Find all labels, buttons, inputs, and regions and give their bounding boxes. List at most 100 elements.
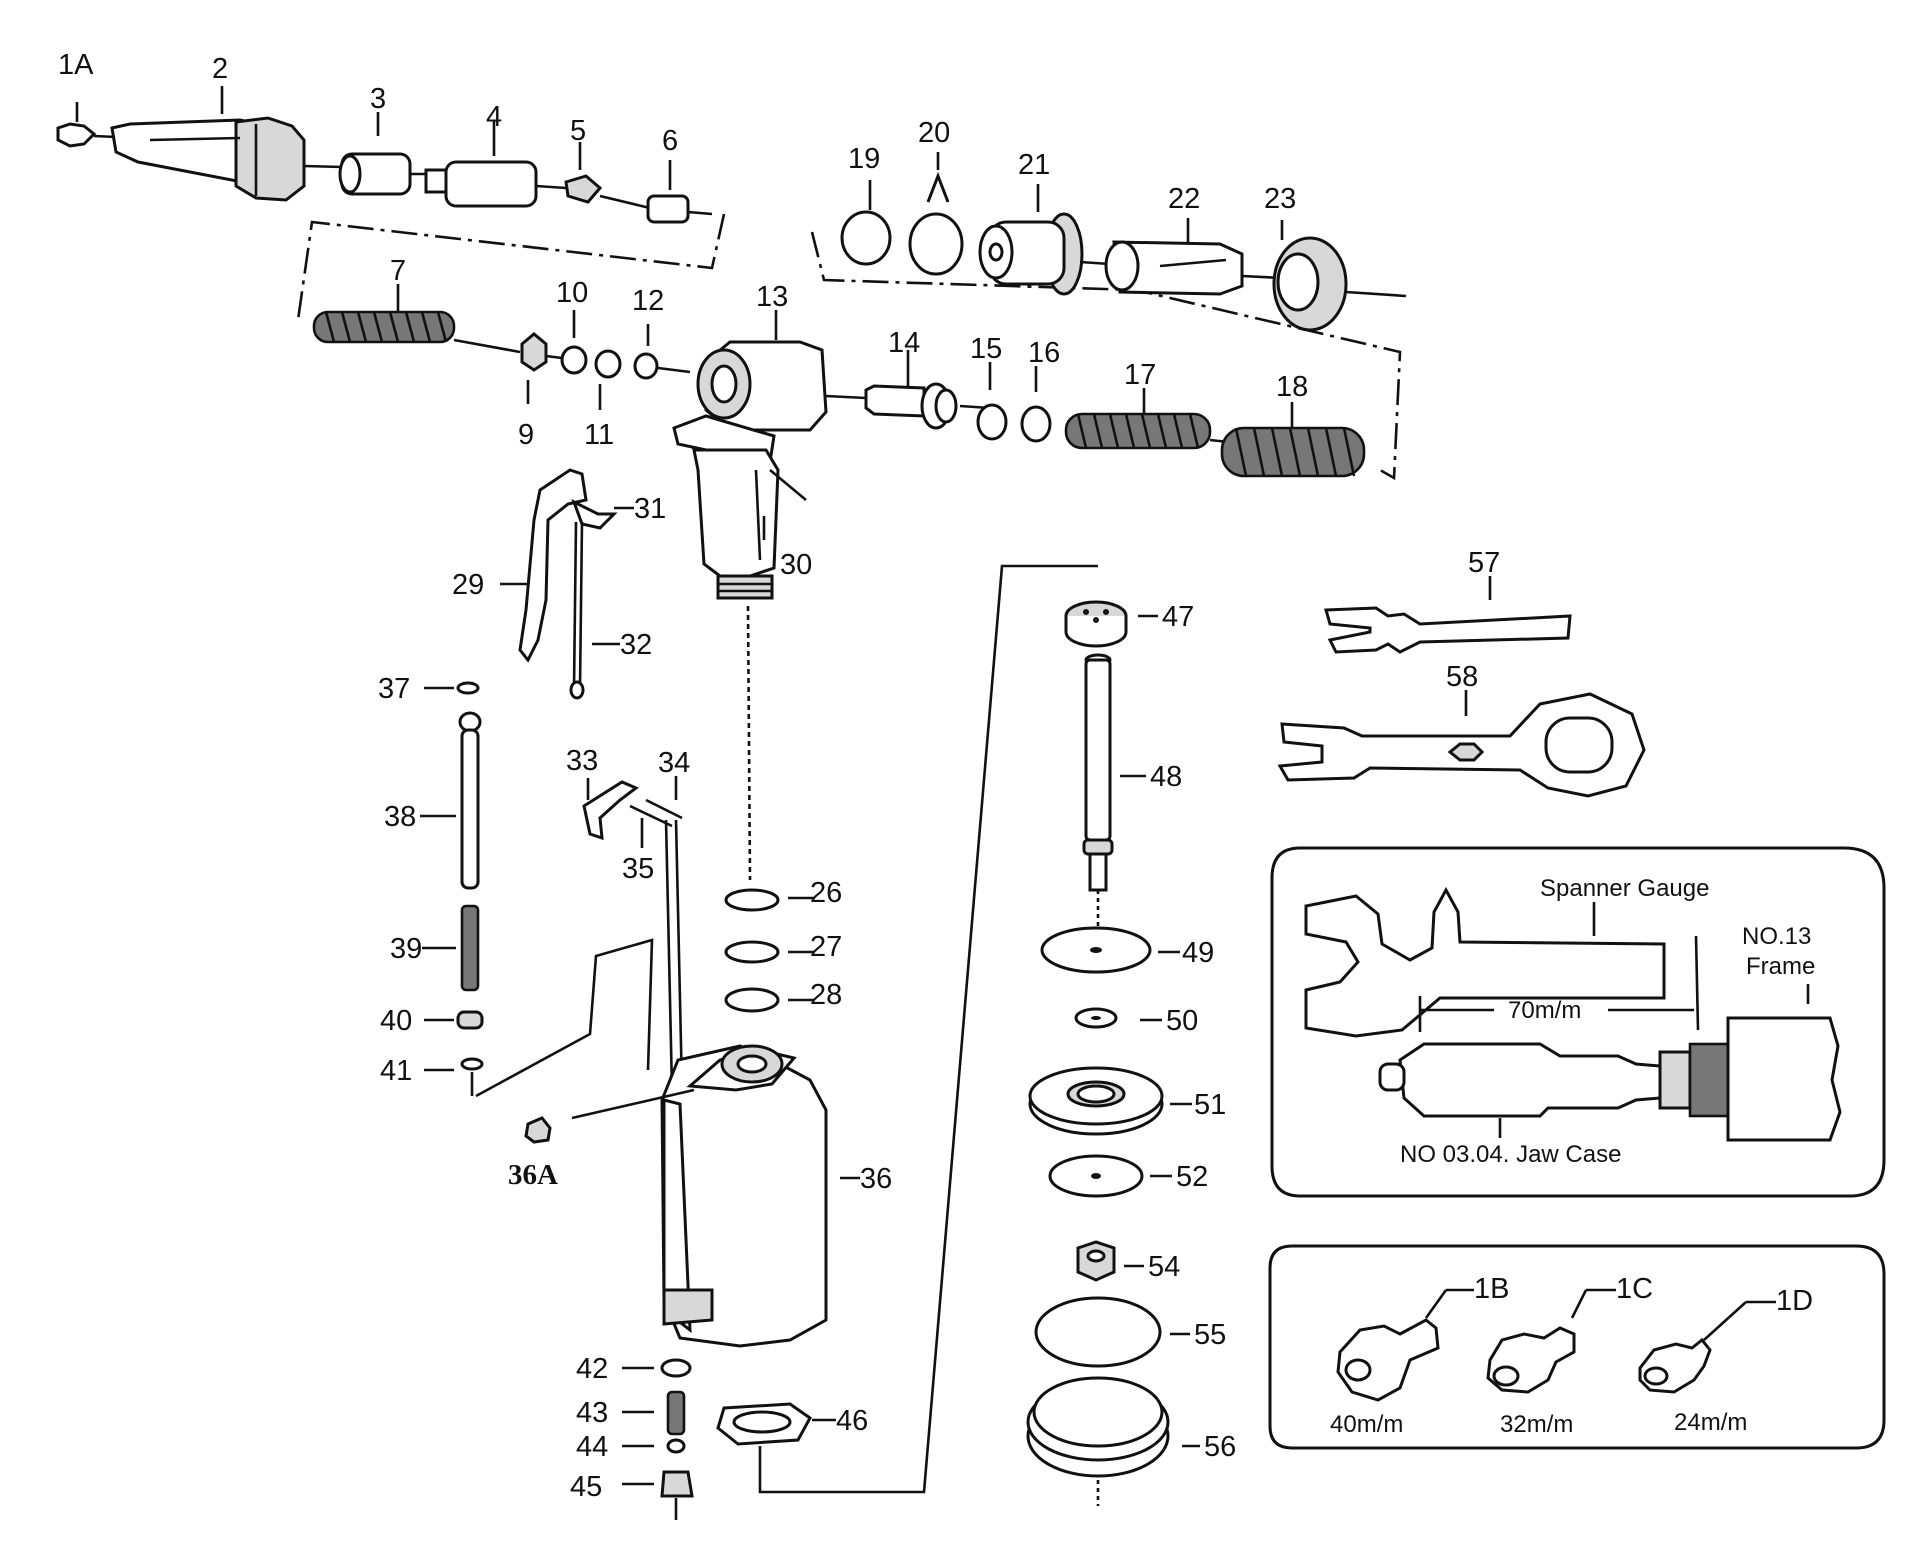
- label-5: 5: [570, 115, 586, 147]
- label-12: 12: [632, 285, 664, 317]
- part-32-rod: [569, 521, 620, 700]
- label-13: 13: [756, 281, 788, 313]
- label-19: 19: [848, 143, 880, 175]
- part-23-end-cap: [1272, 220, 1407, 332]
- frame-label-line2: Frame: [1746, 953, 1815, 980]
- spanner-gauge-label: Spanner Gauge: [1540, 875, 1709, 902]
- label-11: 11: [584, 419, 614, 451]
- part-7-spring: [312, 284, 521, 354]
- part-48-piston-rod: [1082, 653, 1146, 892]
- nozzle-1B-id: 1B: [1474, 1273, 1509, 1305]
- label-23: 23: [1264, 183, 1296, 215]
- label-29: 29: [452, 569, 484, 601]
- part-40-seal: [424, 1010, 484, 1030]
- label-21: 21: [1018, 149, 1050, 181]
- nozzle-1D-size: 24m/m: [1674, 1409, 1747, 1436]
- label-51: 51: [1194, 1089, 1226, 1121]
- part-52-disc: [1048, 1154, 1172, 1198]
- assembly-line-right: [810, 231, 1402, 481]
- label-3: 3: [370, 83, 386, 115]
- jaw-case-label: NO 03.04. Jaw Case: [1400, 1141, 1621, 1168]
- part-49-disc: [1040, 926, 1180, 974]
- part-30-pin: [762, 469, 807, 540]
- part-20-tag-ring: [908, 152, 964, 276]
- part-16-oring: [1020, 366, 1052, 443]
- part-14-piston: [825, 350, 991, 430]
- nozzle-1C-size: 32m/m: [1500, 1411, 1573, 1438]
- label-41: 41: [380, 1055, 412, 1087]
- nozzle-1C-id: 1C: [1616, 1273, 1653, 1305]
- label-18: 18: [1276, 371, 1308, 403]
- label-39: 39: [390, 933, 422, 965]
- label-47: 47: [1162, 601, 1194, 633]
- label-28: 28: [810, 979, 842, 1011]
- part-39-spring: [422, 904, 480, 992]
- label-54: 54: [1148, 1251, 1180, 1283]
- part-55-gasket: [1034, 1296, 1190, 1368]
- part-54-nut: [1076, 1240, 1144, 1282]
- label-9: 9: [518, 419, 534, 451]
- label-30: 30: [780, 549, 812, 581]
- label-35: 35: [622, 853, 654, 885]
- label-43: 43: [576, 1397, 608, 1429]
- label-26: 26: [810, 877, 842, 909]
- part-12-oring: [633, 324, 659, 380]
- part-29-trigger: [500, 468, 588, 663]
- label-57: 57: [1468, 547, 1500, 579]
- label-42: 42: [576, 1353, 608, 1385]
- label-40: 40: [380, 1005, 412, 1037]
- part-46-lock-nut: [716, 1402, 836, 1446]
- label-45: 45: [570, 1471, 602, 1503]
- nozzle-1D-id: 1D: [1776, 1285, 1813, 1317]
- part-33-lever: [582, 778, 639, 841]
- label-58: 58: [1446, 661, 1478, 693]
- label-44: 44: [576, 1431, 608, 1463]
- part-36A-plug: [524, 1088, 695, 1144]
- label-55: 55: [1194, 1319, 1226, 1351]
- part-11-oring: [594, 349, 622, 410]
- part-13-frame: [672, 310, 828, 600]
- part-22-cone: [1104, 218, 1244, 296]
- label-22: 22: [1168, 183, 1200, 215]
- nozzle-1B-size: 40m/m: [1330, 1411, 1403, 1438]
- label-1A: 1A: [58, 49, 94, 81]
- assembly-line-left: [475, 938, 654, 1098]
- label-17: 17: [1124, 359, 1156, 391]
- label-2: 2: [212, 53, 228, 85]
- part-10-oring: [560, 310, 588, 375]
- part-57-wrench: [1324, 576, 1572, 654]
- part-3-jaw-pusher: [338, 112, 412, 196]
- label-46: 46: [836, 1405, 868, 1437]
- part-9-nut: [520, 332, 548, 404]
- label-4: 4: [486, 101, 502, 133]
- part-50-washer: [1074, 1007, 1162, 1029]
- label-50: 50: [1166, 1005, 1198, 1037]
- label-34: 34: [658, 747, 690, 779]
- assembly-line-top: [296, 213, 726, 321]
- label-6: 6: [662, 125, 678, 157]
- part-51-seal: [1028, 1066, 1192, 1136]
- part-31-pivot: [571, 498, 634, 530]
- label-7: 7: [390, 255, 406, 287]
- label-14: 14: [888, 327, 920, 359]
- spanner-gauge-inset: [1270, 846, 1886, 1198]
- label-36: 36: [860, 1163, 892, 1195]
- part-42-cap: [622, 1358, 692, 1378]
- label-10: 10: [556, 277, 588, 309]
- label-32: 32: [620, 629, 652, 661]
- part-36-air-cylinder: [660, 1044, 860, 1348]
- part-21-nut: [978, 184, 1084, 296]
- part-37-ring: [424, 681, 480, 695]
- label-15: 15: [970, 333, 1002, 365]
- part-58-wrench: [1277, 690, 1646, 798]
- part-2-nose-housing: [110, 86, 306, 202]
- assembly-line-bottom: [758, 564, 1098, 1494]
- frame-label-line1: NO.13: [1742, 923, 1811, 950]
- part-34-pin: [629, 776, 683, 828]
- part-15-oring: [976, 362, 1008, 441]
- part-17-spring: [1064, 388, 1212, 450]
- label-48: 48: [1150, 761, 1182, 793]
- part-4-jaw-case: [424, 120, 538, 208]
- part-1A-nose-piece: [56, 102, 117, 148]
